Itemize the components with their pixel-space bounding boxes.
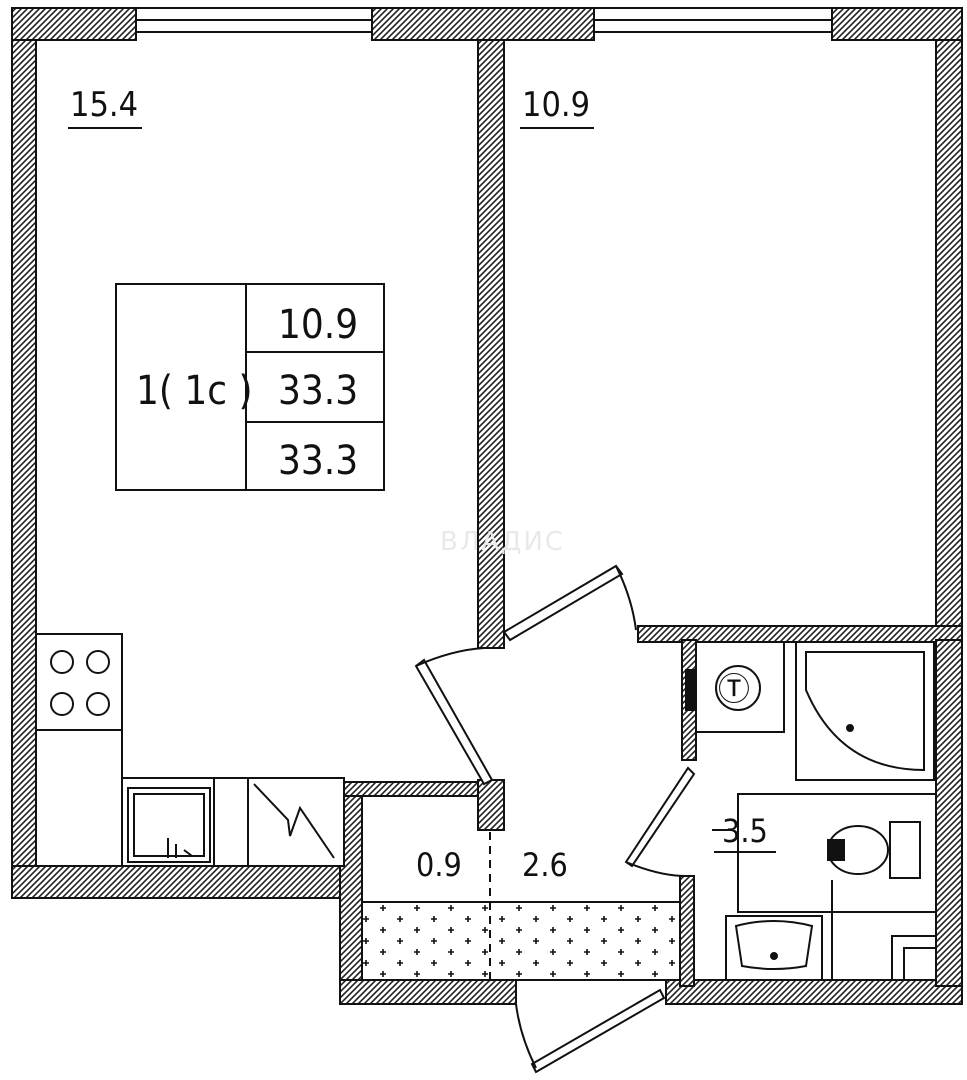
shaft: [891, 935, 937, 981]
stove-burner: [86, 692, 110, 716]
stove-burner: [50, 650, 74, 674]
door-kitchen: [414, 658, 494, 786]
table-total-area-balcony: 33.3: [278, 438, 358, 484]
label-bedroom-area: 10.9: [522, 85, 590, 125]
wall-right: [935, 39, 963, 641]
summary-table: [115, 283, 385, 491]
wall-kitchen-bottom: [11, 865, 359, 899]
label-hall-small-area: 0.9: [416, 846, 462, 884]
wall-partition: [477, 39, 505, 649]
wall-bottom-left: [339, 979, 517, 1005]
hall-floor-tile: [361, 901, 681, 981]
wall-right-bath: [935, 639, 963, 987]
bath-sink: [725, 915, 823, 981]
kitchen-counter: [35, 633, 345, 867]
toilet: [737, 793, 937, 913]
kitchen-sink: [127, 787, 211, 863]
windows: [135, 7, 833, 33]
wall-top-middle: [371, 7, 595, 41]
door-bathroom: [624, 766, 696, 868]
stove-burner: [50, 692, 74, 716]
table-rooms-code: 1( 1c ): [136, 368, 253, 414]
washer-label: Ⓣ: [718, 670, 750, 708]
watermark: ВЛАДИС: [440, 527, 565, 557]
wall-bath-left: [679, 875, 695, 987]
wall-top-right: [831, 7, 963, 41]
table-total-area: 33.3: [278, 368, 358, 414]
stove: [50, 650, 110, 716]
washer: [685, 641, 785, 733]
doors: [414, 564, 696, 1074]
door-bedroom: [502, 564, 624, 642]
door-entrance: [530, 988, 666, 1074]
walls: [11, 7, 963, 1005]
label-kitchen-area: 15.4: [70, 85, 138, 125]
label-hall-area: 2.6: [522, 846, 568, 884]
wall-column: [477, 779, 505, 831]
table-living-area: 10.9: [278, 302, 358, 348]
wall-top-left: [11, 7, 137, 41]
stove-burner: [86, 650, 110, 674]
wall-left: [11, 39, 37, 899]
refrigerator: [253, 783, 335, 859]
shower: [795, 641, 935, 781]
wall-bottom-right: [665, 979, 963, 1005]
label-bathroom-area: 3.5: [722, 812, 768, 850]
wall-hall-top: [339, 781, 481, 797]
